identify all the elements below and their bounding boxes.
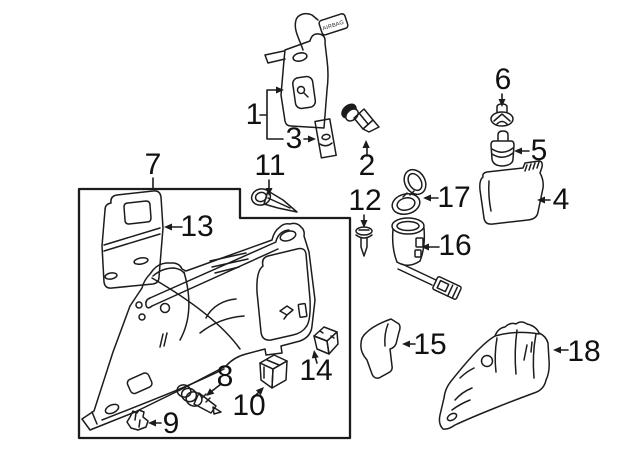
callout-arrow-18: [553, 346, 569, 354]
airbag-tag: AIRBAG: [318, 13, 349, 36]
part-18-insulator-pad-drawing: [438, 321, 550, 430]
part-12-screw-drawing: [355, 226, 373, 257]
part-6-clip-drawing: [490, 103, 514, 127]
part-7-quarter-trim-panel-drawing: [81, 222, 316, 431]
part-1-pillar-trim-drawing: AIRBAG: [264, 12, 349, 129]
group-7-box: [77, 177, 352, 440]
callout-label-3: 3: [285, 122, 303, 155]
callout-arrow-8: [206, 383, 222, 396]
callout-label-7: 7: [144, 148, 162, 181]
callout-label-12: 12: [348, 184, 382, 217]
callout-arrow-12: [360, 214, 368, 228]
callout-label-8: 8: [216, 360, 234, 393]
callout-label-6: 6: [494, 63, 512, 96]
callout-label-16: 16: [438, 229, 472, 262]
callout-label-10: 10: [232, 389, 266, 422]
callout-arrow-5: [514, 147, 530, 155]
part-3-bracket-drawing: [314, 118, 337, 159]
callout-arrow-6: [498, 93, 506, 107]
part-13-access-panel-drawing: [101, 190, 164, 289]
part-14-clip-drawing: [313, 326, 339, 355]
callout-arrow-9: [148, 419, 162, 427]
callout-label-4: 4: [552, 183, 570, 216]
callout-label-5: 5: [530, 134, 548, 167]
callout-arrow-4: [537, 196, 551, 204]
callout-arrow-17: [423, 194, 439, 202]
callout-label-13: 13: [180, 210, 214, 243]
part-5-grommet-drawing: [490, 130, 515, 167]
callout-label-9: 9: [162, 407, 180, 440]
part-8-grommet-screw-drawing: [176, 384, 222, 415]
callout-label-2: 2: [358, 149, 376, 182]
part-1-mount-tab: [264, 50, 286, 64]
callout-label-15: 15: [413, 328, 447, 361]
tag-cord: [294, 12, 319, 51]
callout-arrow-16: [421, 243, 440, 251]
callout-arrow-11: [265, 179, 273, 196]
callout-arrow-10: [252, 387, 264, 399]
callout-label-1: 1: [245, 98, 263, 131]
part-2-clip-drawing: [341, 103, 380, 133]
callout-label-14: 14: [299, 354, 333, 387]
callout-arrow-13: [164, 223, 183, 231]
callout-leaders: [148, 86, 569, 427]
callout-arrow-14: [311, 350, 319, 364]
callout-arrow-1: [259, 86, 284, 140]
callout-label-17: 17: [437, 181, 471, 214]
part-4-trim-cover-drawing: [479, 160, 544, 225]
callout-arrow-2: [362, 140, 370, 157]
part-9-clip-drawing: [126, 409, 149, 431]
callout-arrow-15: [402, 340, 416, 348]
callout-label-18: 18: [567, 335, 601, 368]
part-16-power-outlet-drawing: [391, 217, 462, 300]
callout-label-11: 11: [254, 149, 286, 182]
part-10-clip-drawing: [259, 354, 288, 389]
part-17-outlet-cap-drawing: [391, 168, 427, 216]
callout-arrow-3: [303, 135, 316, 143]
part-15-corner-trim-drawing: [360, 318, 401, 379]
part-11-screw-drawing: [250, 188, 298, 213]
